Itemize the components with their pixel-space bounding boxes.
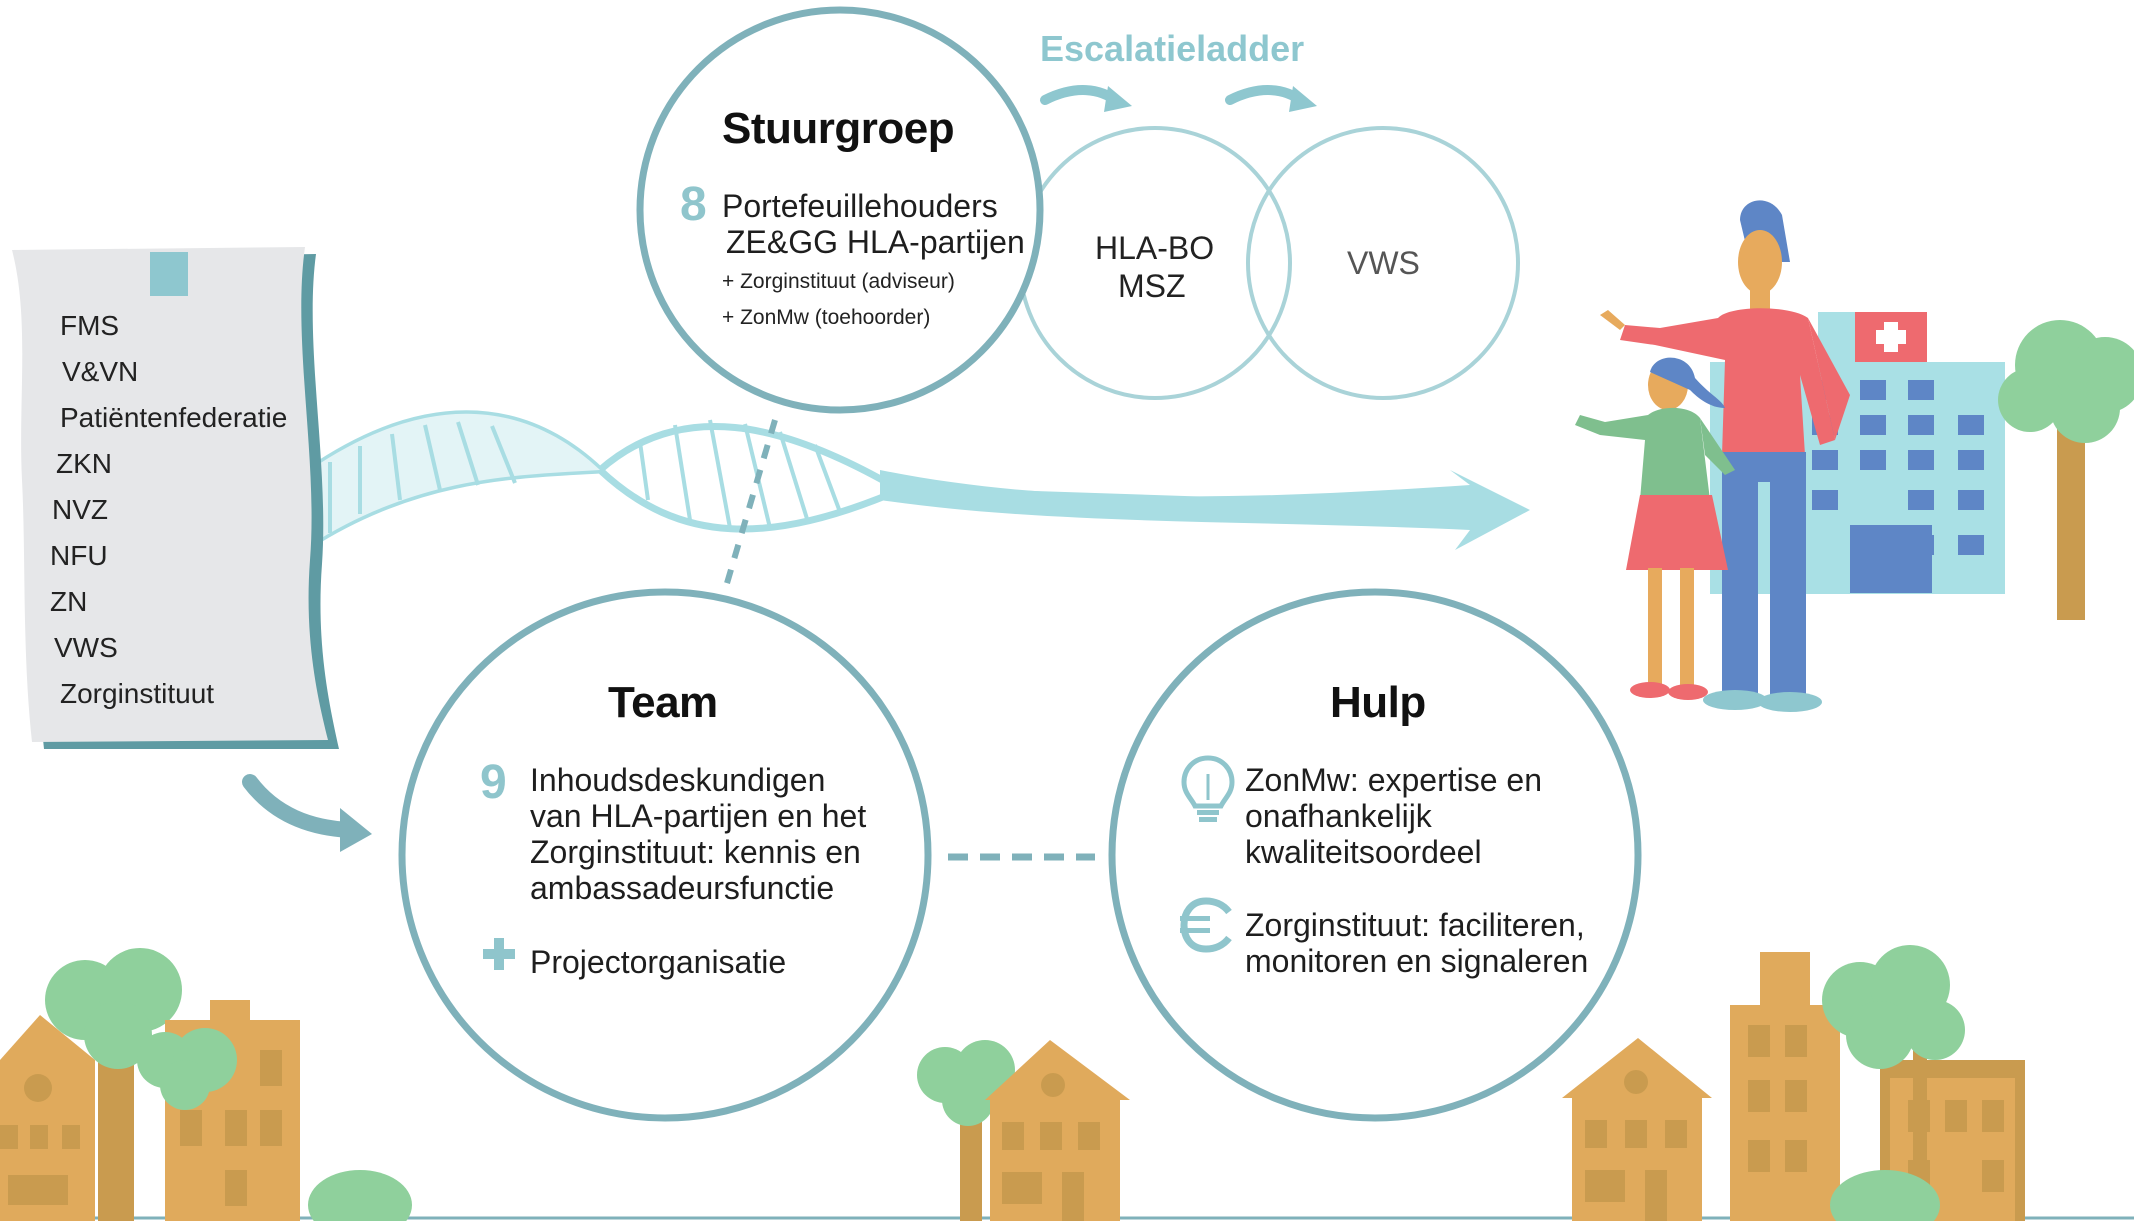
team-extra: Projectorganisatie <box>530 944 787 980</box>
dashed-connector-vertical <box>722 419 778 591</box>
team-circle <box>398 588 932 1122</box>
team-line: van HLA-partijen en het <box>530 798 867 834</box>
team-line: Inhoudsdeskundigen <box>530 762 826 798</box>
hulp-circle <box>1108 588 1642 1122</box>
vws-escalation-label: VWS <box>1347 245 1420 281</box>
child-figure <box>1575 357 1735 700</box>
adult-figure <box>1600 200 1850 712</box>
hulp-item-line: monitoren en signaleren <box>1245 943 1589 979</box>
hla-bo-label: HLA-BO <box>1095 230 1215 266</box>
tree-right <box>1998 320 2134 620</box>
stuurgroep-circle <box>636 6 1044 414</box>
vws-circle <box>1246 126 1520 400</box>
lightbulb-icon <box>1181 755 1235 822</box>
team-title: Team <box>608 678 718 727</box>
stuurgroep-extra2: + ZonMw (toehoorder) <box>722 306 931 329</box>
list-item: ZKN <box>56 448 112 479</box>
list-item: NFU <box>50 540 108 571</box>
stuurgroep-number: 8 <box>680 178 707 231</box>
hulp-item-line: onafhankelijk <box>1245 798 1432 834</box>
hulp-item-line: Zorginstituut: faciliteren, <box>1245 907 1585 943</box>
list-item: NVZ <box>52 494 108 525</box>
houses-center <box>917 1040 1130 1221</box>
houses-left <box>0 948 412 1221</box>
euro-icon <box>1180 897 1232 953</box>
houses-right <box>1562 945 2025 1221</box>
list-item: ZN <box>50 586 88 617</box>
list-item: Zorginstituut <box>60 678 215 709</box>
stuurgroep-line2: ZE&GG HLA-partijen <box>726 224 1025 260</box>
hulp-item-line: ZonMw: expertise en <box>1245 762 1543 798</box>
escalatieladder-label: Escalatieladder <box>1040 28 1305 69</box>
list-to-team-arrow <box>242 774 358 838</box>
team-line: Zorginstituut: kennis en <box>530 834 861 870</box>
team-number: 9 <box>480 756 507 809</box>
list-item: VWS <box>54 632 118 663</box>
list-item: V&VN <box>62 356 139 387</box>
list-item: Patiëntenfederatie <box>60 402 288 433</box>
list-item: FMS <box>60 310 120 341</box>
stuurgroep-extra1: + Zorginstituut (adviseur) <box>722 270 955 293</box>
msz-label: MSZ <box>1118 268 1186 304</box>
dna-helix <box>308 410 1530 550</box>
stuurgroep-title: Stuurgroep <box>722 104 955 153</box>
team-line: ambassadeursfunctie <box>530 870 835 906</box>
hulp-item-line: kwaliteitsoordeel <box>1245 834 1482 870</box>
stuurgroep-line1: Portefeuillehouders <box>722 188 998 224</box>
hulp-title: Hulp <box>1330 678 1426 727</box>
parties-paper <box>12 247 339 749</box>
plus-icon <box>483 938 515 970</box>
